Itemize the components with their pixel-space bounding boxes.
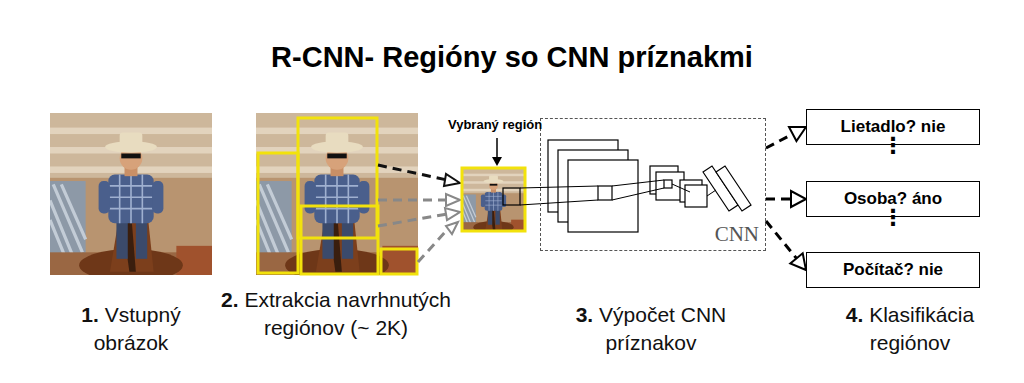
callout-label: Vybraný región — [448, 117, 542, 132]
step-text: Klasifikácia regiónov — [869, 303, 974, 354]
arrowhead — [789, 127, 806, 141]
step-caption: 3.Výpočet CNN príznakov — [551, 301, 751, 357]
dashed-arrow-line — [766, 221, 797, 258]
connector — [766, 127, 806, 148]
arrowhead — [791, 191, 806, 207]
connector — [766, 221, 806, 270]
class-result: Počítač? nie — [843, 260, 943, 280]
step-caption: 4.Klasifikácia regiónov — [824, 301, 996, 357]
region-arrows — [378, 165, 447, 262]
ellipsis-dots: ⋮ — [882, 134, 904, 158]
diagram-title: R-CNN- Regióny so CNN príznakmi — [0, 41, 1024, 74]
class-box: Počítač? nie — [806, 252, 980, 288]
selected-region-frame — [462, 168, 525, 231]
input-image — [50, 113, 212, 281]
region-proposals — [258, 118, 417, 274]
step-caption: 2.Extrakcia navrhnutých regiónov (~ 2K) — [220, 286, 452, 342]
arrowhead — [790, 253, 806, 270]
dashed-arrow-line — [766, 134, 793, 148]
step-number: 4. — [846, 303, 864, 326]
step-number: 2. — [221, 288, 239, 311]
region-arrowheads — [444, 174, 460, 234]
step-text: Vstupný obrázok — [94, 303, 181, 354]
step-caption: 1.Vstupný obrázok — [51, 301, 211, 357]
cnn-box: CNN — [540, 118, 766, 251]
receptive-field — [503, 188, 520, 205]
cnn-layers — [548, 140, 751, 232]
dashed-arrow-line — [766, 198, 791, 201]
cnn-label: CNN — [715, 222, 759, 247]
proposal-image — [256, 113, 418, 281]
step-text: Extrakcia navrhnutých regiónov (~ 2K) — [244, 288, 451, 339]
step-number: 3. — [576, 303, 594, 326]
connector — [766, 191, 806, 207]
leader-arrowhead — [492, 157, 502, 166]
step-number: 1. — [81, 303, 99, 326]
selected-region-image — [462, 168, 525, 234]
leader-line — [496, 138, 498, 158]
ellipsis-dots: ⋮ — [882, 206, 904, 230]
step-text: Výpočet CNN príznakov — [599, 303, 726, 354]
cnn-connections — [520, 180, 716, 205]
